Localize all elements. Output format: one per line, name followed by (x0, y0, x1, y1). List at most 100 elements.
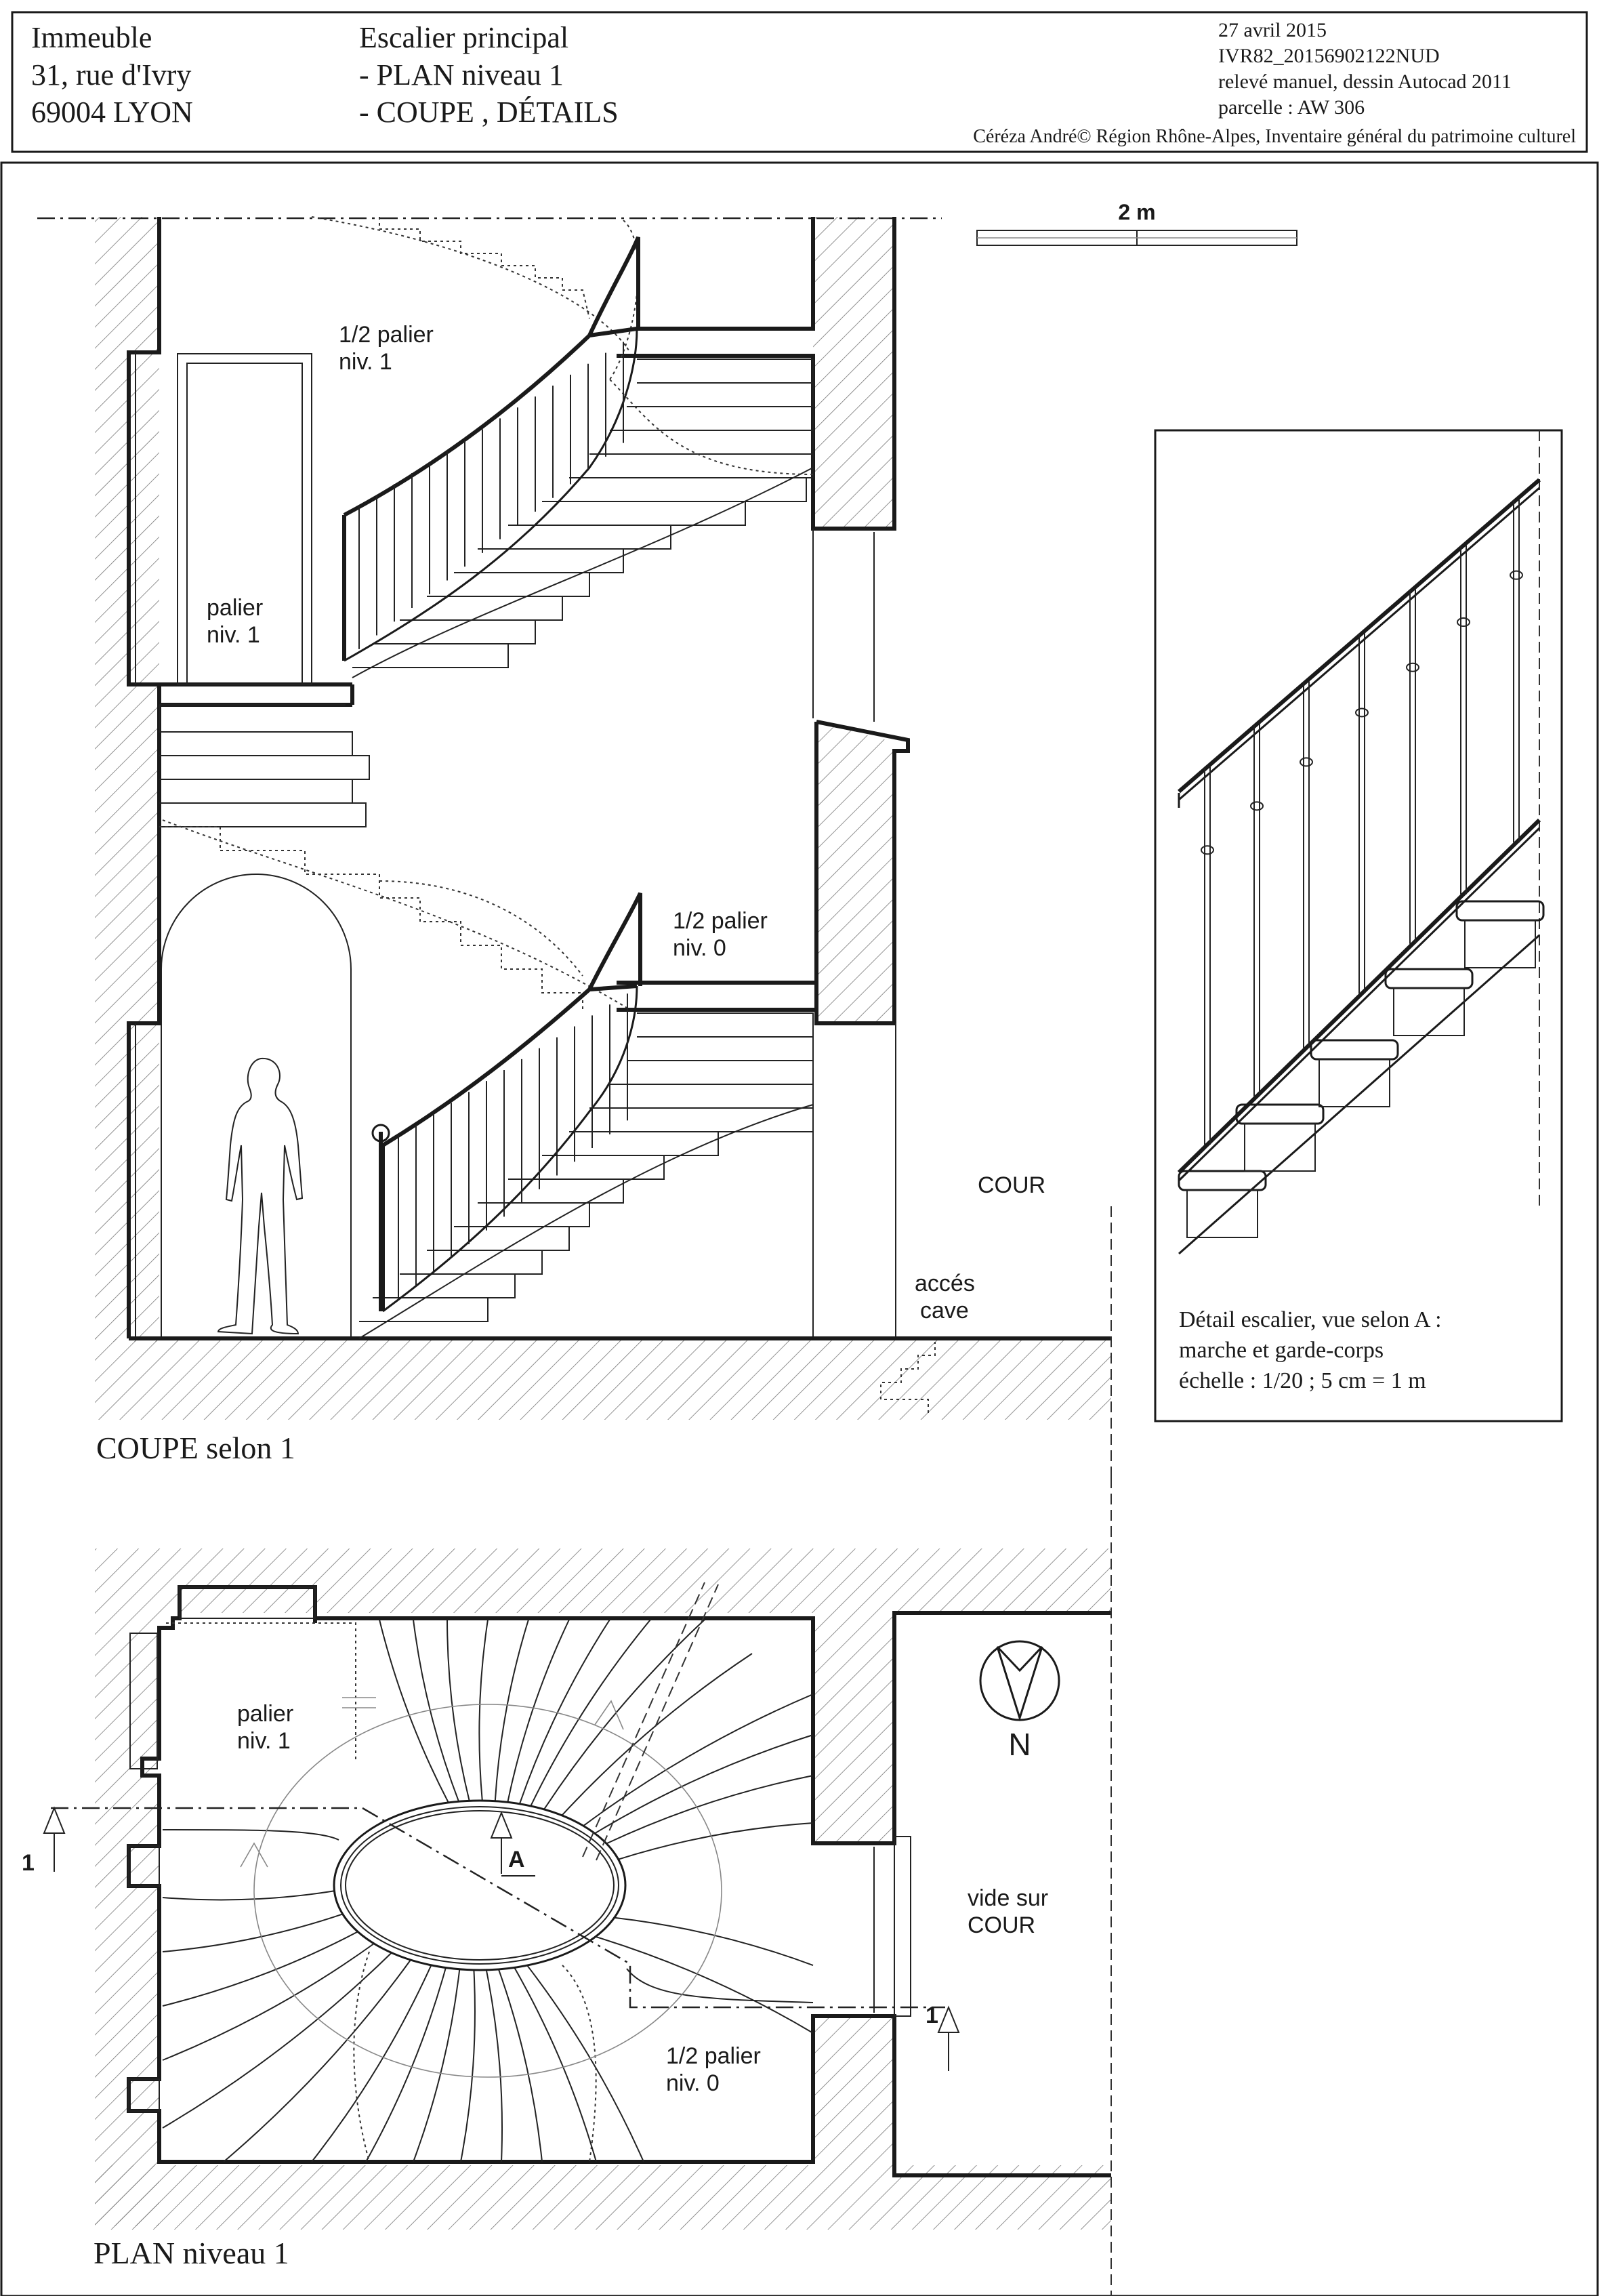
detail-caption-line-1: Détail escalier, vue selon A : (1179, 1307, 1442, 1332)
lower-right-wall-hatch (816, 722, 894, 1023)
plan-tread-line (606, 1775, 814, 1845)
scale-human-figure (217, 1057, 304, 1335)
label-half-landing-1-b: niv. 1 (339, 349, 392, 375)
plan-tread-line (583, 1694, 814, 1827)
detail-step-nosing (1455, 900, 1545, 922)
north-label: N (1008, 1727, 1031, 1762)
plan-caption: PLAN niveau 1 (94, 2236, 289, 2270)
plan-label-void-a: vide sur (968, 1885, 1048, 1911)
view-mark-a: A (508, 1847, 525, 1872)
plan-tread-line (595, 1935, 814, 2034)
detail-stringer (1178, 934, 1540, 1255)
left-wall-lower (127, 705, 161, 1338)
plan-tread-line (162, 1913, 344, 1952)
section-mark-right: 1 (926, 2003, 938, 2028)
drawing-reference: IVR82_20156902122NUD (1218, 45, 1440, 67)
lower-balusters (398, 993, 628, 1300)
plan-tread-line (514, 1967, 597, 2162)
plan-label-void-b: COUR (968, 1912, 1035, 1938)
upper-balusters (358, 342, 624, 649)
detail-drawing: Détail escalier, vue selon A : marche et… (1154, 429, 1563, 1422)
detail-baluster-collar (1510, 570, 1523, 580)
plan-outline-wall (127, 1585, 1111, 2177)
upper-balustrade (342, 236, 640, 662)
plan-tread-line (485, 1969, 503, 2162)
upper-flight-steps (352, 358, 814, 678)
left-wall-upper (127, 217, 161, 705)
lower-flight-steps (358, 1012, 814, 1339)
plan-tread-line (478, 1619, 489, 1801)
detail-frame (1154, 429, 1563, 1422)
detail-baluster-collar (1201, 845, 1214, 855)
plan-top-hatch (95, 1549, 1111, 1613)
plan-tread-line (561, 1653, 753, 1816)
detail-balusters (1201, 499, 1523, 1145)
detail-step-riser (1464, 920, 1536, 968)
drawing-part-plan: - PLAN niveau 1 (359, 58, 564, 91)
plan-right-upper-hatch (813, 1613, 894, 1843)
plan-stairwell-oval (333, 1799, 627, 1971)
drawing-part-section: - COUPE , DÉTAILS (359, 96, 619, 129)
drawing-date: 27 avril 2015 (1218, 19, 1327, 41)
plan-tread-line (518, 1619, 610, 1805)
plan-tread-line (311, 1965, 432, 2162)
label-landing-1-a: palier (207, 595, 263, 621)
north-arrow-icon: N (979, 1640, 1060, 1762)
plan-label-landing-1-b: niv. 1 (237, 1728, 291, 1754)
plan-tread-line (594, 1734, 814, 1834)
upper-hidden-steps (379, 217, 590, 319)
detail-baluster-collar (1406, 662, 1419, 672)
plan-tread-line (162, 1829, 339, 1841)
label-half-landing-0-a: 1/2 palier (673, 908, 768, 934)
plan-tread-line (526, 1965, 644, 2162)
plan-tread-line (562, 1965, 597, 2162)
section-drawing: 1/2 palier niv. 1 palier niv. 1 1/2 pali… (37, 216, 1112, 1477)
plan-landing-1-outline (166, 1622, 356, 1762)
section-caption: COUPE selon 1 (96, 1431, 295, 1465)
plan-tread-line (497, 1969, 543, 2162)
plan-left-hatch (95, 1613, 159, 2226)
title-block: Immeuble 31, rue d'Ivry 69004 LYON Escal… (11, 11, 1588, 153)
detail-baluster-collar (1300, 757, 1313, 767)
label-half-landing-0-b: niv. 0 (673, 935, 726, 961)
middle-flight-steps (159, 704, 631, 1010)
drawing-credit: Céréza André© Région Rhône-Alpes, Invent… (973, 126, 1576, 147)
detail-caption-line-3: échelle : 1/20 ; 5 cm = 1 m (1179, 1368, 1426, 1393)
detail-step-riser (1244, 1123, 1316, 1172)
detail-baluster-collar (1457, 617, 1470, 628)
arched-niche (161, 874, 352, 1338)
label-cellar-a: accés (915, 1271, 975, 1296)
detail-caption-line-2: marche et garde-corps (1179, 1338, 1384, 1363)
cellar-steps (880, 1342, 936, 1413)
detail-baluster-collar (1250, 801, 1264, 811)
plan-tread-line (618, 1822, 814, 1860)
plan-label-half-landing-0-a: 1/2 palier (666, 2043, 761, 2069)
newel-post-knob (371, 1124, 390, 1143)
building-name: Immeuble (31, 21, 152, 54)
upper-right-wall-hatch (813, 217, 894, 529)
lower-balustrade (371, 892, 642, 1313)
detail-step-nosing (1235, 1103, 1325, 1125)
scale-bar: 2 m (976, 200, 1297, 246)
plan-walking-line (253, 1704, 722, 2078)
plan-drawing: 1 1 A N palier niv. 1 1/2 palier niv. 0 … (22, 1477, 1112, 2296)
detail-step-nosing (1310, 1039, 1399, 1061)
plan-tread-line (413, 1969, 461, 2162)
detail-baluster-collar (1355, 708, 1369, 718)
detail-step-riser (1393, 987, 1465, 1036)
plan-tread-line (530, 1619, 651, 1807)
plan-tread-line (379, 1619, 449, 1803)
plan-north-wall (315, 1611, 1111, 1845)
drawing-frame (0, 161, 1599, 2296)
upper-landing-edge (637, 217, 815, 331)
label-half-landing-1-a: 1/2 palier (339, 322, 434, 348)
detail-step-nosing (1384, 968, 1474, 989)
drawing-parcel: parcelle : AW 306 (1218, 96, 1365, 119)
plan-tread-line (353, 1951, 370, 2162)
ground-hatch (95, 1338, 1111, 1420)
plan-label-half-landing-0-b: niv. 0 (666, 2070, 720, 2096)
building-city: 69004 LYON (31, 96, 193, 129)
plan-tread-line (507, 1619, 570, 1803)
plan-tread-line (460, 1969, 476, 2162)
